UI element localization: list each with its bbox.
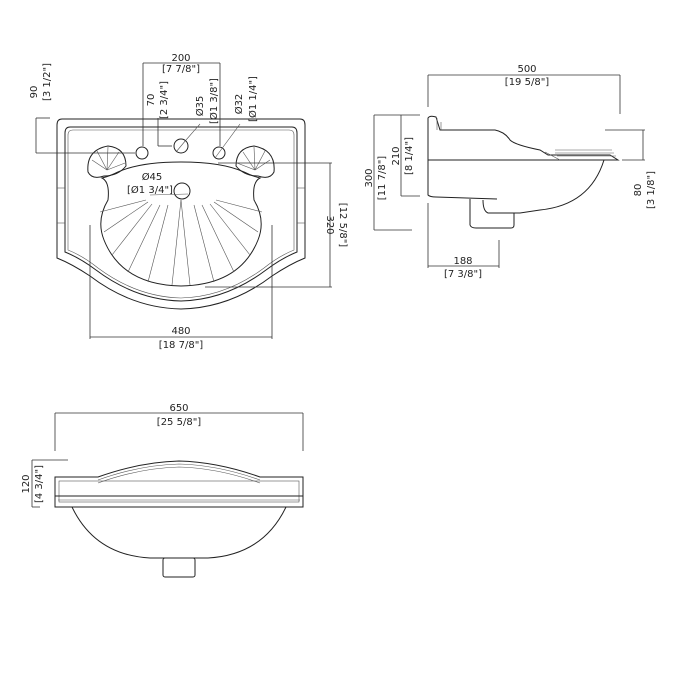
dim-500-mm: 500 — [517, 64, 536, 75]
dim-center-hole-in: [Ø1 3/8"] — [208, 78, 220, 124]
bowl-curve — [482, 159, 605, 214]
tap-hole-left — [135, 146, 149, 160]
dim-120-mm: 120 — [21, 474, 32, 493]
dim-480-mm: 480 — [171, 326, 190, 337]
dim-70-mm: 70 — [146, 94, 157, 107]
dim-210-in: [8 1/4"] — [404, 137, 415, 175]
side-view: 500 [19 5/8"] 300 [11 7/8"] 210 [8 1/4"]… — [364, 64, 657, 280]
dim-188-in: [7 3/8"] — [444, 269, 482, 280]
dim-188-mm: 188 — [453, 256, 472, 267]
dim-200-in: [7 7/8"] — [162, 64, 200, 75]
dim-drain-in: [Ø1 3/4"] — [127, 184, 173, 196]
dim-480-in: [18 7/8"] — [159, 340, 203, 351]
basin-inner-rim — [64, 126, 298, 302]
side-profile — [427, 115, 620, 161]
dim-80-mm: 80 — [633, 184, 644, 197]
dim-80-in: [3 1/8"] — [646, 171, 657, 209]
dim-side-hole-in: [Ø1 1/4"] — [247, 76, 259, 122]
drain-hole — [173, 182, 191, 200]
shell-ornament-left — [87, 145, 127, 178]
dim-210-mm: 210 — [391, 146, 402, 165]
shell-ribs — [99, 199, 263, 286]
front-backsplash — [54, 460, 304, 508]
dim-300-in: [11 7/8"] — [377, 156, 388, 200]
waste-outlet — [469, 199, 515, 229]
dim-90-in: [3 1/2"] — [42, 63, 53, 101]
dim-650-mm: 650 — [169, 403, 188, 414]
dim-drain-mm: Ø45 — [142, 171, 163, 183]
front-bowl — [71, 506, 287, 559]
dim-500-in: [19 5/8"] — [505, 77, 549, 88]
dim-side-hole-mm: Ø32 — [233, 94, 245, 115]
front-view: 650 [25 5/8"] 120 [4 3/4"] — [21, 403, 304, 578]
dim-90-mm: 90 — [29, 86, 40, 99]
dim-320-mm: 320 — [324, 215, 335, 234]
shell-ornament-right — [235, 145, 275, 178]
tap-hole-center — [173, 138, 189, 154]
tap-hole-right — [212, 146, 226, 160]
shell-bowl — [100, 161, 262, 287]
dim-200-mm: 200 — [171, 53, 190, 64]
dim-70-in: [2 3/4"] — [159, 81, 170, 119]
front-waste — [162, 557, 196, 578]
dim-center-hole-mm: Ø35 — [194, 96, 206, 117]
basin-outline — [56, 118, 306, 310]
dim-120-in: [4 3/4"] — [34, 465, 45, 503]
dim-300-mm: 300 — [364, 168, 375, 187]
dim-320-in: [12 5/8"] — [337, 203, 348, 247]
dim-650-in: [25 5/8"] — [157, 417, 201, 428]
top-view: 200 [7 7/8"] 90 [3 1/2"] 70 [2 3/4"] Ø35… — [29, 53, 348, 351]
